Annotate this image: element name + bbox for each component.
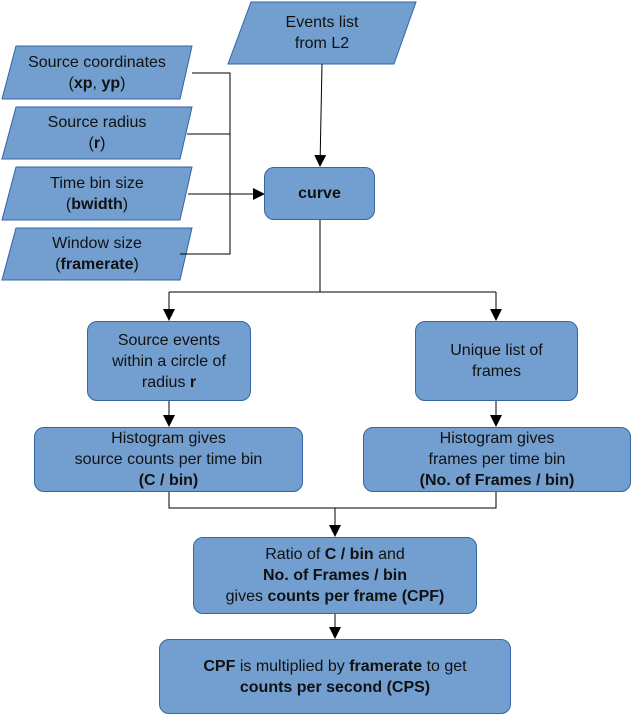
events-list-node: Events list from L2 [236, 2, 408, 64]
source-coordinates-node: Source coordinates (xp, yp) [8, 46, 186, 99]
source-coordinates-params: (xp, yp) [69, 73, 126, 94]
unique-frames-line-2: frames [472, 363, 521, 380]
source-events-line-1: Source events [117, 331, 221, 349]
source-events-text: Source events within a circle of radius … [112, 330, 226, 393]
window-size-node: Window size (framerate) [8, 228, 186, 280]
paren-open: ( [55, 256, 61, 273]
multiplied-text: is multiplied by [235, 657, 350, 675]
hist-frames-node: Histogram gives frames per time bin (No.… [363, 427, 631, 492]
source-events-line-3: radius r [112, 372, 226, 393]
hist-frames-line-2: frames per time bin [428, 451, 566, 468]
time-bin-size-node: Time bin size (bwidth) [8, 167, 186, 220]
connector-hist-merge [168, 492, 497, 509]
time-bin-size-label: Time bin size [50, 174, 144, 192]
radius-symbol: r [189, 373, 197, 391]
window-size-label: Window size [52, 235, 142, 252]
hist-source-line-3: (C / bin) [138, 472, 199, 489]
connectors [163, 63, 502, 639]
source-radius-node: Source radius (r) [8, 107, 186, 159]
curve-label: curve [298, 185, 341, 202]
source-radius-params: (r) [89, 133, 106, 154]
cps-node: CPF is multiplied by framerate to get co… [159, 639, 511, 714]
ratio-line-1: Ratio of C / bin and [226, 544, 445, 565]
param-xp: xp [73, 74, 93, 92]
cps-text: CPF is multiplied by framerate to get co… [203, 656, 466, 698]
time-bin-size-shape [1, 166, 193, 221]
hist-source-line-2: source counts per time bin [74, 451, 263, 468]
ratio-text: Ratio of C / bin and No. of Frames / bin… [226, 544, 445, 607]
unique-frames-node: Unique list of frames [415, 321, 578, 401]
events-list-line-1: Events list [285, 14, 359, 31]
source-events-node: Source events within a circle of radius … [87, 321, 251, 401]
connector-inputs-bracket [180, 72, 231, 255]
gives-text: gives [225, 588, 268, 605]
paren-close: ) [133, 256, 139, 273]
source-radius-label: Source radius [47, 114, 147, 131]
window-size-shape [1, 227, 193, 281]
paren-open: ( [68, 74, 74, 92]
radius-text: radius [141, 373, 190, 391]
cps-line-1: CPF is multiplied by framerate to get [203, 656, 466, 677]
unique-frames-line-1: Unique list of [450, 342, 543, 359]
param-framerate: framerate [60, 256, 134, 273]
to-get-text: to get [422, 657, 467, 675]
source-events-line-2: within a circle of [112, 352, 226, 370]
c-per-bin: C / bin [324, 546, 374, 563]
hist-source-text: Histogram gives source counts per time b… [75, 428, 263, 491]
framerate-text: framerate [349, 657, 423, 675]
events-list-shape [227, 1, 417, 65]
param-bwidth: bwidth [71, 195, 123, 213]
and-text: and [373, 546, 405, 563]
hist-source-node: Histogram gives source counts per time b… [34, 427, 303, 492]
unique-frames-text: Unique list of frames [450, 340, 543, 382]
hist-source-line-1: Histogram gives [111, 430, 226, 447]
hist-frames-line-1: Histogram gives [439, 430, 555, 447]
param-yp: yp [101, 74, 121, 92]
ratio-of-text: Ratio of [265, 546, 325, 563]
cpf-text: counts per frame (CPF) [267, 588, 445, 605]
time-bin-size-params: (bwidth) [66, 194, 128, 215]
ratio-line-2: No. of Frames / bin [262, 567, 407, 584]
paren-close: ) [122, 195, 129, 213]
ratio-node: Ratio of C / bin and No. of Frames / bin… [193, 537, 477, 614]
curve-node: curve [264, 167, 375, 220]
cps-line-2: counts per second (CPS) [239, 678, 431, 696]
ratio-line-3: gives counts per frame (CPF) [226, 586, 445, 607]
source-coordinates-label: Source coordinates [28, 53, 166, 71]
paren-close: ) [100, 135, 106, 152]
hist-frames-line-3: (No. of Frames / bin) [419, 472, 575, 489]
window-size-params: (framerate) [55, 254, 139, 275]
paren-close: ) [120, 74, 126, 92]
paren-open: ( [65, 195, 72, 213]
source-coordinates-shape [1, 45, 193, 100]
source-radius-shape [1, 106, 193, 160]
connector-events-to-curve [314, 63, 327, 167]
param-separator: , [92, 74, 102, 92]
param-r: r [93, 135, 101, 152]
paren-open: ( [88, 135, 94, 152]
events-list-line-2: from L2 [294, 35, 350, 52]
hist-frames-text: Histogram gives frames per time bin (No.… [420, 428, 575, 491]
cpf-abbrev: CPF [203, 657, 236, 675]
